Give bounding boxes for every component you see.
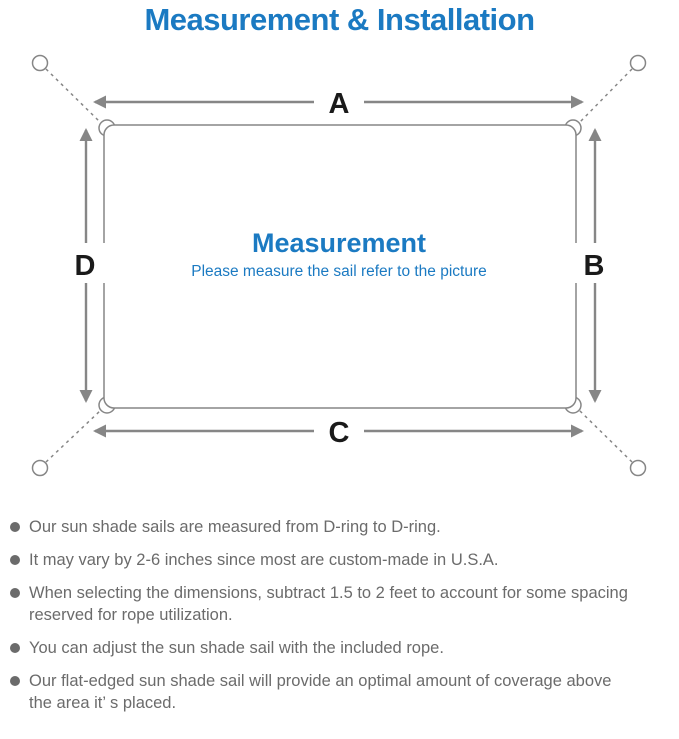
- list-item: Our sun shade sails are measured from D-…: [10, 516, 673, 538]
- arrow-a-left-head-icon: [93, 95, 106, 109]
- label-b: B: [584, 250, 605, 282]
- bullet-dot-icon: [10, 588, 20, 598]
- measurement-diagram: A C D B Measurement Please measure the s…: [0, 40, 679, 500]
- list-item-text: You can adjust the sun shade sail with t…: [29, 639, 444, 657]
- notes-list: Our sun shade sails are measured from D-…: [0, 516, 679, 714]
- arrow-b-top-head-icon: [588, 128, 602, 141]
- page-title: Measurement & Installation: [144, 2, 535, 37]
- list-item-text: Our flat-edged sun shade sail will provi…: [29, 672, 612, 712]
- anchor-ring-bottom-right-icon: [629, 459, 647, 477]
- diagram-center-title: Measurement: [252, 228, 426, 258]
- arrow-a-right-head-icon: [571, 95, 584, 109]
- measurement-diagram-svg: A C D B Measurement Please measure the s…: [31, 54, 647, 477]
- label-a: A: [329, 88, 350, 120]
- anchor-ring-top-left-icon: [31, 54, 49, 72]
- arrow-d-top-head-icon: [79, 128, 93, 141]
- bullet-dot-icon: [10, 522, 20, 532]
- diagram-center-subtitle: Please measure the sail refer to the pic…: [191, 263, 487, 280]
- anchor-ring-top-right-icon: [629, 54, 647, 72]
- rope-dashed-bottom-right: [578, 409, 633, 463]
- rope-dashed-top-right: [578, 68, 633, 124]
- label-d: D: [75, 250, 96, 282]
- list-item-text: When selecting the dimensions, subtract …: [29, 584, 628, 624]
- label-a-mask: [314, 84, 364, 120]
- list-item: Our flat-edged sun shade sail will provi…: [10, 670, 673, 714]
- rope-dashed-bottom-left: [45, 409, 102, 463]
- arrow-c-right-head-icon: [571, 424, 584, 438]
- label-d-mask: [62, 243, 106, 283]
- arrow-b-bottom-head-icon: [588, 390, 602, 403]
- arrow-d-bottom-head-icon: [79, 390, 93, 403]
- list-item: You can adjust the sun shade sail with t…: [10, 637, 673, 659]
- anchor-ring-bottom-left-icon: [31, 459, 49, 477]
- header: Measurement & Installation: [0, 0, 679, 38]
- bullet-dot-icon: [10, 555, 20, 565]
- bullet-dot-icon: [10, 676, 20, 686]
- label-b-mask: [573, 243, 617, 283]
- rope-dashed-top-left: [45, 68, 102, 124]
- list-item-text: It may vary by 2-6 inches since most are…: [29, 551, 499, 569]
- list-item: When selecting the dimensions, subtract …: [10, 582, 673, 626]
- label-c: C: [329, 417, 350, 449]
- list-item-text: Our sun shade sails are measured from D-…: [29, 518, 441, 536]
- list-item: It may vary by 2-6 inches since most are…: [10, 549, 673, 571]
- arrow-c-left-head-icon: [93, 424, 106, 438]
- bullet-dot-icon: [10, 643, 20, 653]
- label-c-mask: [314, 413, 364, 449]
